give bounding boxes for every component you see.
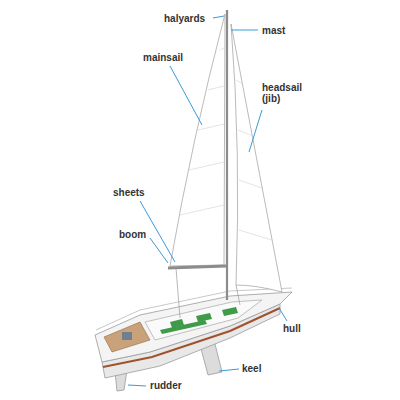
sail-panels	[180, 48, 224, 215]
mast-spar	[226, 10, 228, 300]
part-label: rudder	[150, 380, 182, 391]
part-label: mainsail	[143, 52, 183, 63]
part-label: hull	[283, 323, 301, 334]
part-label: sheets	[113, 187, 145, 198]
sail-panels	[236, 80, 272, 240]
part-label: mast	[262, 25, 285, 36]
hatch	[222, 307, 238, 316]
cabin-top	[145, 300, 262, 340]
sheet-line	[236, 285, 240, 305]
boom-spar	[168, 266, 226, 268]
helm-seat	[122, 332, 132, 340]
headsail-shape	[231, 24, 282, 292]
part-label: boom	[119, 229, 146, 240]
deck-panel	[160, 320, 207, 334]
mainsail-shape	[170, 14, 225, 266]
part-label: keel	[242, 363, 261, 374]
sheet-line	[176, 268, 180, 318]
guard-rail	[96, 288, 292, 330]
cockpit-teak	[104, 322, 150, 352]
leader-lines	[128, 16, 287, 386]
part-label: headsail (jib)	[262, 82, 302, 104]
part-label: halyards	[164, 13, 205, 24]
deck	[95, 292, 292, 362]
